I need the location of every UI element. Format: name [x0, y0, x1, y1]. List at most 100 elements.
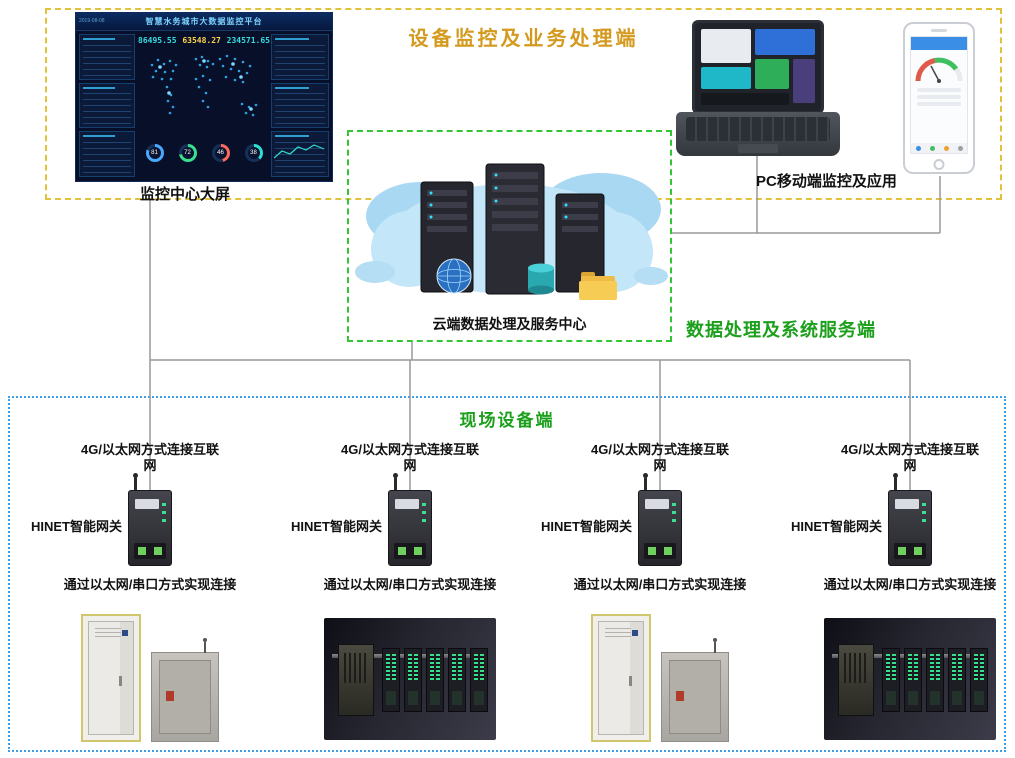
plc-module	[948, 648, 966, 712]
internet-connection-text: 4G/以太网方式连接互联网	[81, 442, 219, 473]
screen-tile	[793, 59, 815, 103]
gateway-label-strip	[135, 499, 159, 509]
top-section-title: 设备监控及业务处理端	[408, 28, 639, 50]
stat-value: 234571.65	[226, 36, 270, 45]
cabinet-antenna-icon	[203, 638, 207, 653]
laptop	[676, 20, 840, 156]
dashboard-panel	[79, 131, 135, 178]
plc-module	[470, 648, 488, 712]
phone-list-row	[917, 95, 961, 99]
laptop-screen	[692, 20, 824, 114]
dashboard-header: 2019-08-08 智慧水务城市大数据监控平台	[76, 13, 332, 31]
gateway-body	[888, 490, 932, 566]
hinet-gateway-device	[888, 473, 932, 566]
gateway-ports	[394, 543, 426, 559]
dashboard-panel	[271, 34, 329, 80]
globe-icon	[436, 258, 472, 294]
gateway-label-strip	[645, 499, 669, 509]
cabinet-logo	[122, 630, 128, 636]
gateway-led-indicators	[422, 500, 426, 522]
gateway-led-indicators	[162, 500, 166, 522]
plc-module	[382, 648, 400, 712]
gateway-label-strip	[895, 499, 919, 509]
internet-connection-text: 4G/以太网方式连接互联网	[341, 442, 479, 473]
screen-tile	[755, 59, 789, 89]
plc-module	[448, 648, 466, 712]
cloud-section-box: 云端数据处理及服务中心	[347, 130, 672, 342]
data-service-side-label: 数据处理及系统服务端	[686, 320, 876, 340]
plc-module	[970, 648, 988, 712]
electrical-cabinet-photo	[75, 614, 225, 744]
phone-nav-bar	[911, 143, 967, 153]
screen-tile	[701, 93, 789, 105]
control-cabinet	[591, 614, 651, 742]
cabinet-vents	[605, 626, 631, 637]
cabinet-handle	[119, 676, 122, 686]
phone-speaker	[931, 29, 947, 32]
phone-list-row	[917, 88, 961, 92]
gateway-led-indicators	[922, 500, 926, 522]
gateway-led-indicators	[672, 500, 676, 522]
plc-module	[404, 648, 422, 712]
field-section-title: 现场设备端	[459, 411, 555, 430]
plc-module	[882, 648, 900, 712]
outdoor-cabinet	[151, 638, 219, 742]
gateway-antenna-icon	[393, 473, 398, 491]
dashboard-caption: 监控中心大屏	[139, 186, 230, 203]
laptop-keys	[686, 117, 830, 141]
donut-chart: 72	[178, 144, 197, 162]
plc-power-module	[338, 644, 374, 716]
plc-rack-photo	[324, 618, 496, 740]
gateway-body	[638, 490, 682, 566]
plc-io-modules	[382, 648, 488, 712]
internet-connection-text: 4G/以太网方式连接互联网	[841, 442, 979, 473]
dashboard-title: 智慧水务城市大数据监控平台	[145, 17, 263, 26]
hinet-gateway-device	[388, 473, 432, 566]
cabinet-warning-tag	[166, 691, 174, 701]
cabinet-vents	[95, 626, 121, 637]
phone-list-row	[917, 102, 961, 106]
plc-module	[926, 648, 944, 712]
field-column-3: 4G/以太网方式连接互联网 HINET智能网关 通过以太网/串口方式实现连接	[541, 442, 770, 754]
cloud-center-label: 云端数据处理及服务中心	[432, 316, 587, 332]
field-column-1: 4G/以太网方式连接互联网 HINET智能网关 通过以太网/串口方式实现连接	[31, 442, 260, 754]
electrical-cabinet-photo	[585, 614, 735, 744]
dashboard-stats: 86495.55 63548.27 234571.65	[138, 34, 270, 47]
laptop-keyboard	[676, 112, 840, 156]
gateway-label: HINET智能网关	[30, 519, 122, 534]
dashboard-line-chart	[271, 131, 329, 178]
gateway-body	[128, 490, 172, 566]
gateway-antenna-icon	[893, 473, 898, 491]
screen-tile	[701, 67, 751, 89]
smartphone	[903, 22, 975, 174]
gateway-label-strip	[395, 499, 419, 509]
gateway-label: HINET智能网关	[290, 519, 382, 534]
cabinet-logo	[632, 630, 638, 636]
cabinet-door	[88, 621, 134, 735]
screen-tile	[755, 29, 815, 55]
serial-connection-text: 通过以太网/串口方式实现连接	[323, 577, 497, 592]
field-column-2: 4G/以太网方式连接互联网 HINET智能网关 通过以太网/串口方式实现连接	[291, 442, 520, 754]
folder-icon	[579, 272, 617, 300]
gateway-body	[388, 490, 432, 566]
phone-home-button	[933, 159, 945, 170]
dashboard-panel	[79, 34, 135, 80]
plc-io-modules	[882, 648, 988, 712]
field-column-4: 4G/以太网方式连接互联网 HINET智能网关 通过以太网/串口方式实现连接	[791, 442, 1015, 754]
dashboard-right-panels	[271, 34, 329, 178]
dashboard-date: 2019-08-08	[79, 18, 105, 24]
serial-connection-text: 通过以太网/串口方式实现连接	[823, 577, 997, 592]
phone-screen	[910, 36, 968, 154]
plc-module	[426, 648, 444, 712]
plc-module	[904, 648, 922, 712]
dashboard-panel	[271, 82, 329, 129]
gateway-label: HINET智能网关	[540, 519, 632, 534]
cabinet-handle	[629, 676, 632, 686]
gateway-antenna-icon	[643, 473, 648, 491]
plc-power-module	[838, 644, 874, 716]
cabinet-antenna-icon	[713, 638, 717, 653]
control-cabinet	[81, 614, 141, 742]
gateway-ports	[644, 543, 676, 559]
dashboard-panel	[79, 82, 135, 129]
